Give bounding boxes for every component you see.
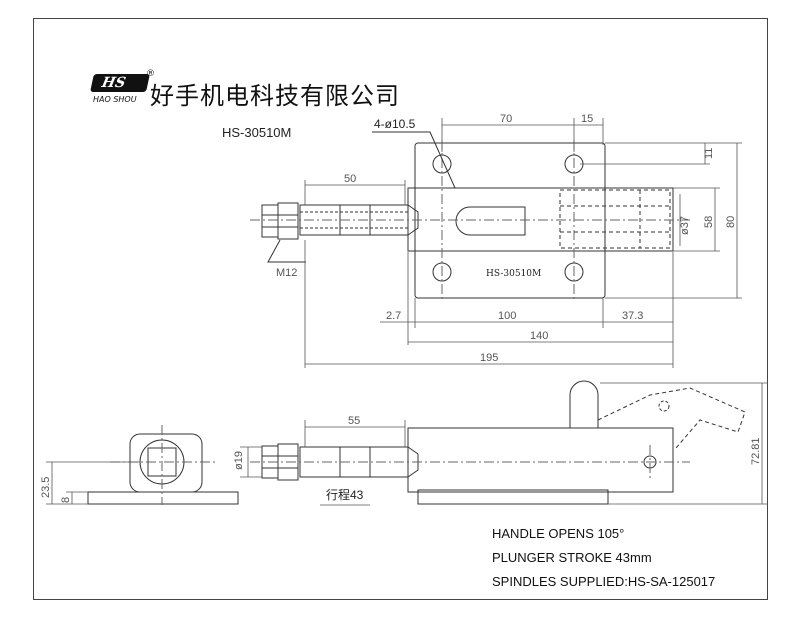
dim-100: 100 bbox=[498, 310, 516, 322]
handle-pivot-hidden bbox=[559, 189, 671, 249]
spec-notes: HANDLE OPENS 105° PLUNGER STROKE 43mm SP… bbox=[492, 522, 715, 594]
dim-15: 15 bbox=[581, 113, 593, 125]
hex-nut-2 bbox=[277, 202, 299, 240]
drawing-frame bbox=[33, 18, 768, 600]
dim-2-7: 2.7 bbox=[386, 310, 401, 322]
dim-80: 80 bbox=[725, 216, 737, 228]
model-number: HS-30510M bbox=[222, 125, 292, 140]
dim-140: 140 bbox=[530, 330, 548, 342]
dim-8: 8 bbox=[60, 497, 72, 503]
dim-55: 55 bbox=[348, 415, 360, 427]
side-base-plate bbox=[417, 489, 609, 505]
note-spindles: SPINDLES SUPPLIED:HS-SA-125017 bbox=[492, 574, 716, 589]
note-plunger-stroke: PLUNGER STROKE 43mm bbox=[492, 550, 652, 565]
stroke-label: 行程43 bbox=[326, 487, 364, 502]
hex-nut-1 bbox=[261, 204, 279, 238]
guide-slot bbox=[455, 206, 526, 236]
dim-50: 50 bbox=[344, 173, 356, 185]
thread-label: M12 bbox=[276, 267, 297, 279]
dim-11: 11 bbox=[703, 148, 715, 159]
dim-72-81: 72.81 bbox=[750, 437, 762, 465]
dim-195: 195 bbox=[480, 352, 498, 364]
dim-37-3: 37.3 bbox=[622, 310, 643, 322]
end-base bbox=[87, 491, 239, 505]
dim-70: 70 bbox=[500, 113, 512, 125]
dim-23-5: 23.5 bbox=[40, 477, 52, 498]
side-body bbox=[407, 427, 674, 493]
dim-d37: ø37 bbox=[679, 216, 691, 235]
plate-label: HS-30510M bbox=[486, 269, 541, 279]
brand-sub: HAO SHOU bbox=[93, 95, 137, 104]
handle-open-position bbox=[597, 387, 746, 449]
holes-label: 4-ø10.5 bbox=[374, 117, 416, 131]
note-handle-opens: HANDLE OPENS 105° bbox=[492, 526, 625, 541]
dim-d19: ø19 bbox=[233, 451, 245, 470]
end-body bbox=[129, 433, 203, 493]
dim-58: 58 bbox=[703, 216, 715, 228]
handle-closed bbox=[569, 380, 599, 428]
registered-mark: ® bbox=[146, 69, 155, 79]
company-name: 好手机电科技有限公司 bbox=[150, 82, 400, 110]
